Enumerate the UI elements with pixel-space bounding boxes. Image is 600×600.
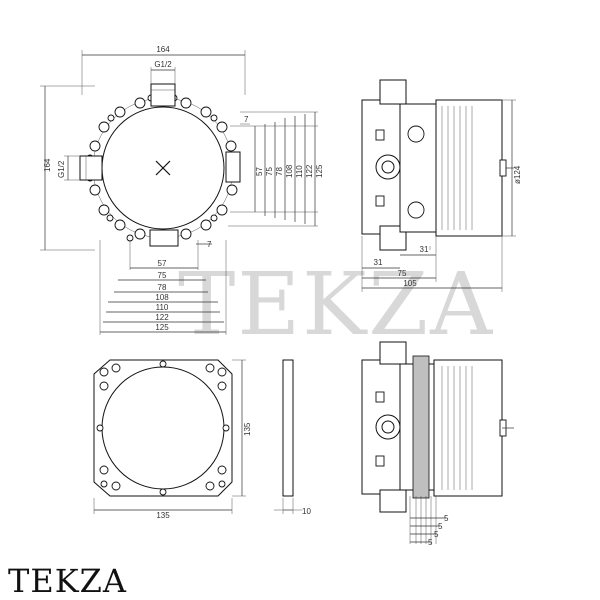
left-thread-label: G1/2 bbox=[57, 160, 66, 178]
bottom-offset-dim: 7 bbox=[207, 240, 212, 249]
top-port bbox=[150, 83, 176, 107]
top-thread-label: G1/2 bbox=[154, 60, 172, 69]
side-dim-75: 75 bbox=[398, 269, 407, 278]
plate-center-hole bbox=[101, 366, 225, 490]
watermark: TEKZA bbox=[178, 255, 494, 355]
brand-logo: TEKZA bbox=[8, 562, 127, 600]
diameter-label: ø124 bbox=[513, 165, 522, 184]
dim-overall-height: 164 bbox=[43, 158, 52, 172]
bottom-dim-108: 108 bbox=[155, 293, 169, 302]
section-step-3: 5 bbox=[434, 530, 439, 539]
right-dimension-ladder: 7 57 75 78 108 110 122 125 bbox=[228, 111, 324, 227]
side-dim-105: 105 bbox=[403, 279, 417, 288]
right-dim-75: 75 bbox=[265, 167, 274, 176]
side-sleeve bbox=[435, 99, 503, 237]
right-dim-125: 125 bbox=[315, 164, 324, 178]
side-probe bbox=[499, 159, 507, 177]
right-dim-108: 108 bbox=[285, 164, 294, 178]
mounting-plate: 135 135 bbox=[93, 359, 252, 520]
right-dim-57: 57 bbox=[255, 167, 264, 176]
plate-holes bbox=[96, 360, 230, 496]
front-lugs bbox=[86, 94, 241, 243]
side-dim-31-top: 31 bbox=[420, 245, 429, 254]
bottom-dim-110: 110 bbox=[156, 303, 169, 312]
left-port bbox=[79, 155, 103, 181]
bottom-dim-122: 122 bbox=[155, 313, 169, 322]
plate-edge-view: 10 bbox=[274, 359, 311, 516]
side-dim-31-bottom: 31 bbox=[374, 258, 383, 267]
right-port bbox=[225, 151, 241, 183]
section-sleeve-threads bbox=[441, 366, 473, 490]
bottom-dim-125: 125 bbox=[155, 323, 169, 332]
side-top-port bbox=[379, 79, 407, 105]
plate-thickness-label: 10 bbox=[302, 507, 311, 516]
plate-edge-body bbox=[282, 359, 294, 497]
plate-width-label: 135 bbox=[156, 511, 170, 520]
side-offset-dim: 7 bbox=[244, 115, 249, 124]
side-view: ø124 31 31 75 105 bbox=[361, 79, 522, 292]
side-sleeve-threads bbox=[441, 106, 473, 230]
right-dim-110: 110 bbox=[295, 165, 304, 178]
bottom-dim-75: 75 bbox=[158, 271, 167, 280]
plate-height-label: 135 bbox=[243, 422, 252, 436]
section-step-2: 5 bbox=[438, 522, 443, 531]
section-plate-hatch bbox=[412, 355, 430, 499]
bottom-dimension-ladder: 7 57 75 78 108 110 122 125 bbox=[99, 240, 227, 335]
section-sleeve bbox=[433, 359, 503, 497]
front-view: 164 G1/2 164 G1/2 7 57 75 bbox=[40, 45, 324, 335]
dim-overall-width: 164 bbox=[156, 45, 170, 54]
bottom-port bbox=[149, 229, 179, 247]
right-dim-78: 78 bbox=[275, 167, 284, 176]
bottom-dim-57: 57 bbox=[158, 259, 167, 268]
bottom-dim-78: 78 bbox=[158, 283, 167, 292]
section-step-4: 5 bbox=[428, 538, 433, 547]
section-view: 5 5 5 5 bbox=[361, 341, 514, 547]
right-dim-122: 122 bbox=[305, 164, 314, 178]
section-step-1: 5 bbox=[444, 514, 449, 523]
